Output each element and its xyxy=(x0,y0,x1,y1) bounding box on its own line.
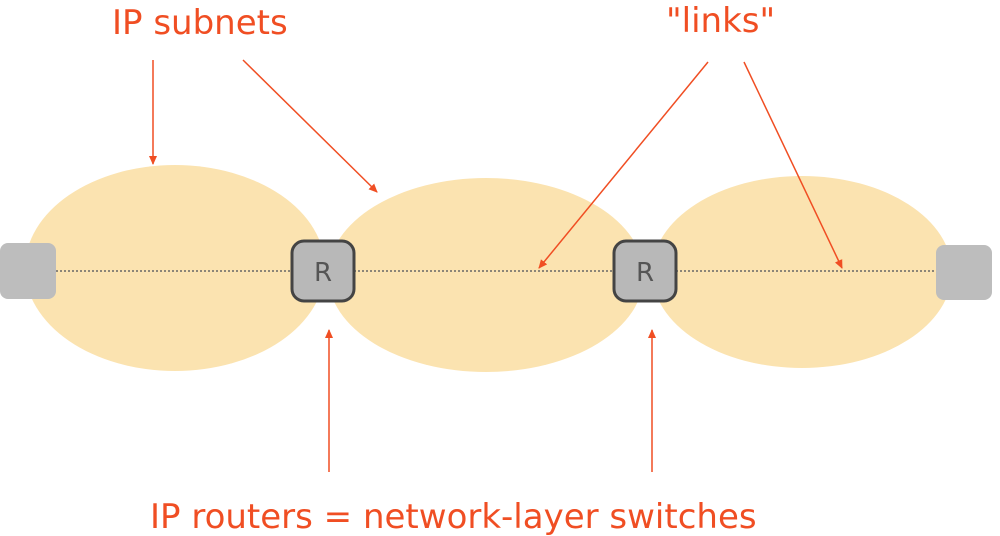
router-2-label: R xyxy=(636,258,654,288)
router-2: R xyxy=(612,239,678,303)
label-ip-routers: IP routers = network-layer switches xyxy=(150,497,757,536)
router-1: R xyxy=(290,239,356,303)
arrow-subnets-middle xyxy=(242,59,378,193)
host-right xyxy=(936,245,992,300)
subnet-middle xyxy=(328,178,644,372)
label-ip-subnets: IP subnets xyxy=(112,3,288,43)
arrow-links-right xyxy=(743,61,843,269)
subnet-right xyxy=(652,176,952,368)
arrow-links-middle xyxy=(538,61,709,269)
subnet-left xyxy=(25,165,325,371)
router-1-label: R xyxy=(314,258,332,288)
host-left xyxy=(0,243,56,299)
label-links: "links" xyxy=(666,1,775,41)
